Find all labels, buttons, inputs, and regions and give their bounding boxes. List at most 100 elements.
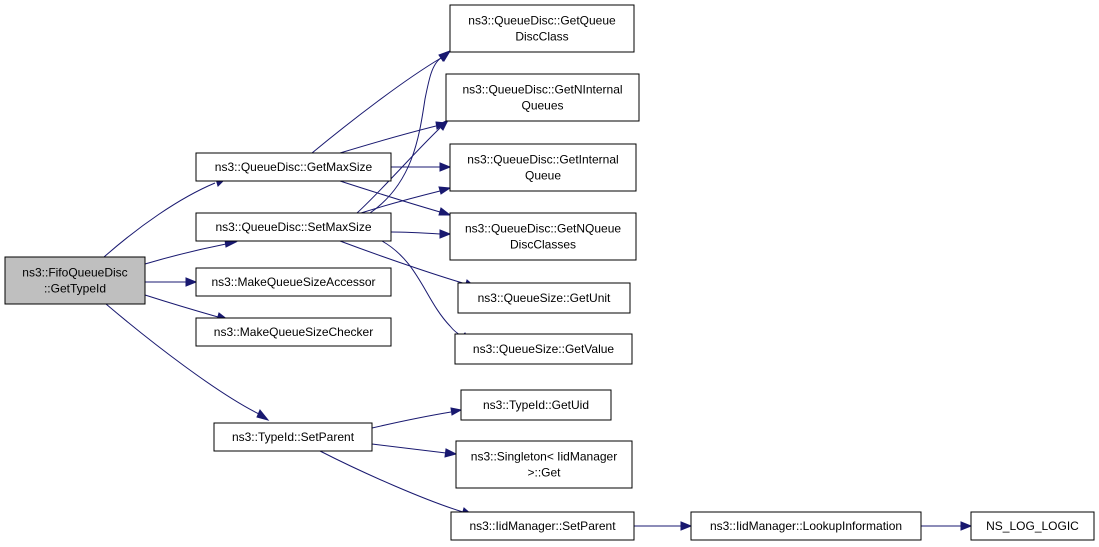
node-label: ns3::QueueDisc::GetInternal [467,153,618,167]
node-getUnit[interactable]: ns3::QueueSize::GetUnit [457,282,631,314]
node-label: Queue [525,169,561,183]
node-nsLogLogic[interactable]: NS_LOG_LOGIC [970,511,1095,541]
edge-getMaxSize-to-getNQueueDiscClasses [339,180,452,216]
node-label: DiscClasses [510,238,576,252]
edge-line [371,443,447,454]
node-box [454,333,633,365]
node-label: ns3::QueueSize::GetUnit [478,291,611,305]
arrowhead-icon [439,49,452,62]
node-label: ns3::QueueDisc::GetMaxSize [215,160,373,174]
edge-line [144,294,219,318]
node-label: DiscClass [515,30,568,44]
node-box [455,440,633,489]
node-label: ns3::FifoQueueDisc [22,266,127,280]
node-box [4,256,146,305]
edge-line [360,190,441,214]
edge-line [390,231,441,235]
arrowhead-icon [437,118,450,131]
edge-line [144,243,227,265]
arrowhead-icon [439,162,452,172]
node-makeChecker[interactable]: ns3::MakeQueueSizeChecker [195,317,392,347]
node-box [450,511,635,541]
node-root: ns3::FifoQueueDisc::GetTypeId [4,256,146,305]
node-label: ns3::MakeQueueSizeChecker [214,325,373,339]
edge-typeIdSetParent-to-singletonGet [371,443,458,458]
edge-line [356,127,441,214]
node-iidSetParent[interactable]: ns3::IidManager::SetParent [450,511,635,541]
edge-line [339,240,467,285]
node-box [213,422,373,452]
edge-root-to-typeIdSetParent [105,303,270,421]
arrowhead-icon [185,277,198,287]
node-box [457,282,631,314]
edge-getMaxSize-to-getInternalQueue [391,162,452,172]
edge-root-to-setMaxSize [144,239,238,265]
node-box [449,212,637,261]
edge-line [319,450,464,513]
edge-line [339,125,437,154]
arrowhead-icon [439,229,452,239]
edge-line [105,303,260,415]
arrowhead-icon [438,186,452,195]
node-makeAccessor[interactable]: ns3::MakeQueueSizeAccessor [195,267,392,297]
node-box [195,267,392,297]
node-label: ns3::MakeQueueSizeAccessor [211,275,375,289]
node-label: ns3::QueueSize::GetValue [473,342,615,356]
node-box [445,73,640,122]
arrowhead-icon [960,521,973,531]
edge-getMaxSize-to-getQueueDiscClass [311,49,452,154]
node-label: ns3::IidManager::LookupInformation [710,519,902,533]
node-getUid[interactable]: ns3::TypeId::GetUid [460,389,612,421]
node-box [195,152,392,182]
node-box [970,511,1095,541]
arrowhead-icon [680,521,693,531]
node-label: Queues [521,99,563,113]
edge-setMaxSize-to-getInternalQueue [360,186,452,214]
node-label: NS_LOG_LOGIC [986,519,1079,533]
edge-typeIdSetParent-to-iidSetParent [319,450,474,516]
node-label: >::Get [527,466,561,480]
node-typeIdSetParent[interactable]: ns3::TypeId::SetParent [213,422,373,452]
edge-typeIdSetParent-to-getUid [371,407,463,429]
node-label: ns3::QueueDisc::GetNInternal [462,83,622,97]
edge-line [381,240,463,337]
arrowhead-icon [450,407,463,416]
node-label: ns3::TypeId::GetUid [483,398,589,412]
nodes-layer: ns3::FifoQueueDisc::GetTypeId ns3::QueueD… [4,4,1095,541]
node-box [449,143,637,192]
arrowhead-icon [444,448,458,458]
edge-setMaxSize-to-getNInternalQueues [356,118,450,214]
node-setMaxSize[interactable]: ns3::QueueDisc::SetMaxSize [195,212,392,242]
edge-iidSetParent-to-lookupInfo [634,521,693,531]
edge-line [369,57,442,214]
node-label: ns3::QueueDisc::SetMaxSize [215,220,371,234]
edge-setMaxSize-to-getQueueDiscClass [369,49,452,214]
arrowhead-icon [438,207,452,216]
node-label: ::GetTypeId [44,282,106,296]
node-label: ns3::QueueDisc::GetQueue [468,14,616,28]
node-label: ns3::TypeId::SetParent [232,430,355,444]
node-box [460,389,612,421]
node-singletonGet[interactable]: ns3::Singleton< IidManager>::Get [455,440,633,489]
arrowhead-icon [256,409,270,421]
node-box [449,4,635,53]
node-label: ns3::Singleton< IidManager [471,450,617,464]
node-getMaxSize[interactable]: ns3::QueueDisc::GetMaxSize [195,152,392,182]
edge-root-to-makeAccessor [145,277,198,287]
node-lookupInfo[interactable]: ns3::IidManager::LookupInformation [690,511,922,541]
edge-line [103,182,216,258]
edge-setMaxSize-to-getNQueueDiscClasses [390,229,452,239]
node-label: ns3::IidManager::SetParent [469,519,616,533]
edge-line [371,411,452,429]
node-getValue[interactable]: ns3::QueueSize::GetValue [454,333,633,365]
node-box [195,317,392,347]
node-box [690,511,922,541]
edge-line [339,180,441,213]
node-label: ns3::QueueDisc::GetNQueue [465,222,621,236]
edge-root-to-makeChecker [144,294,230,321]
